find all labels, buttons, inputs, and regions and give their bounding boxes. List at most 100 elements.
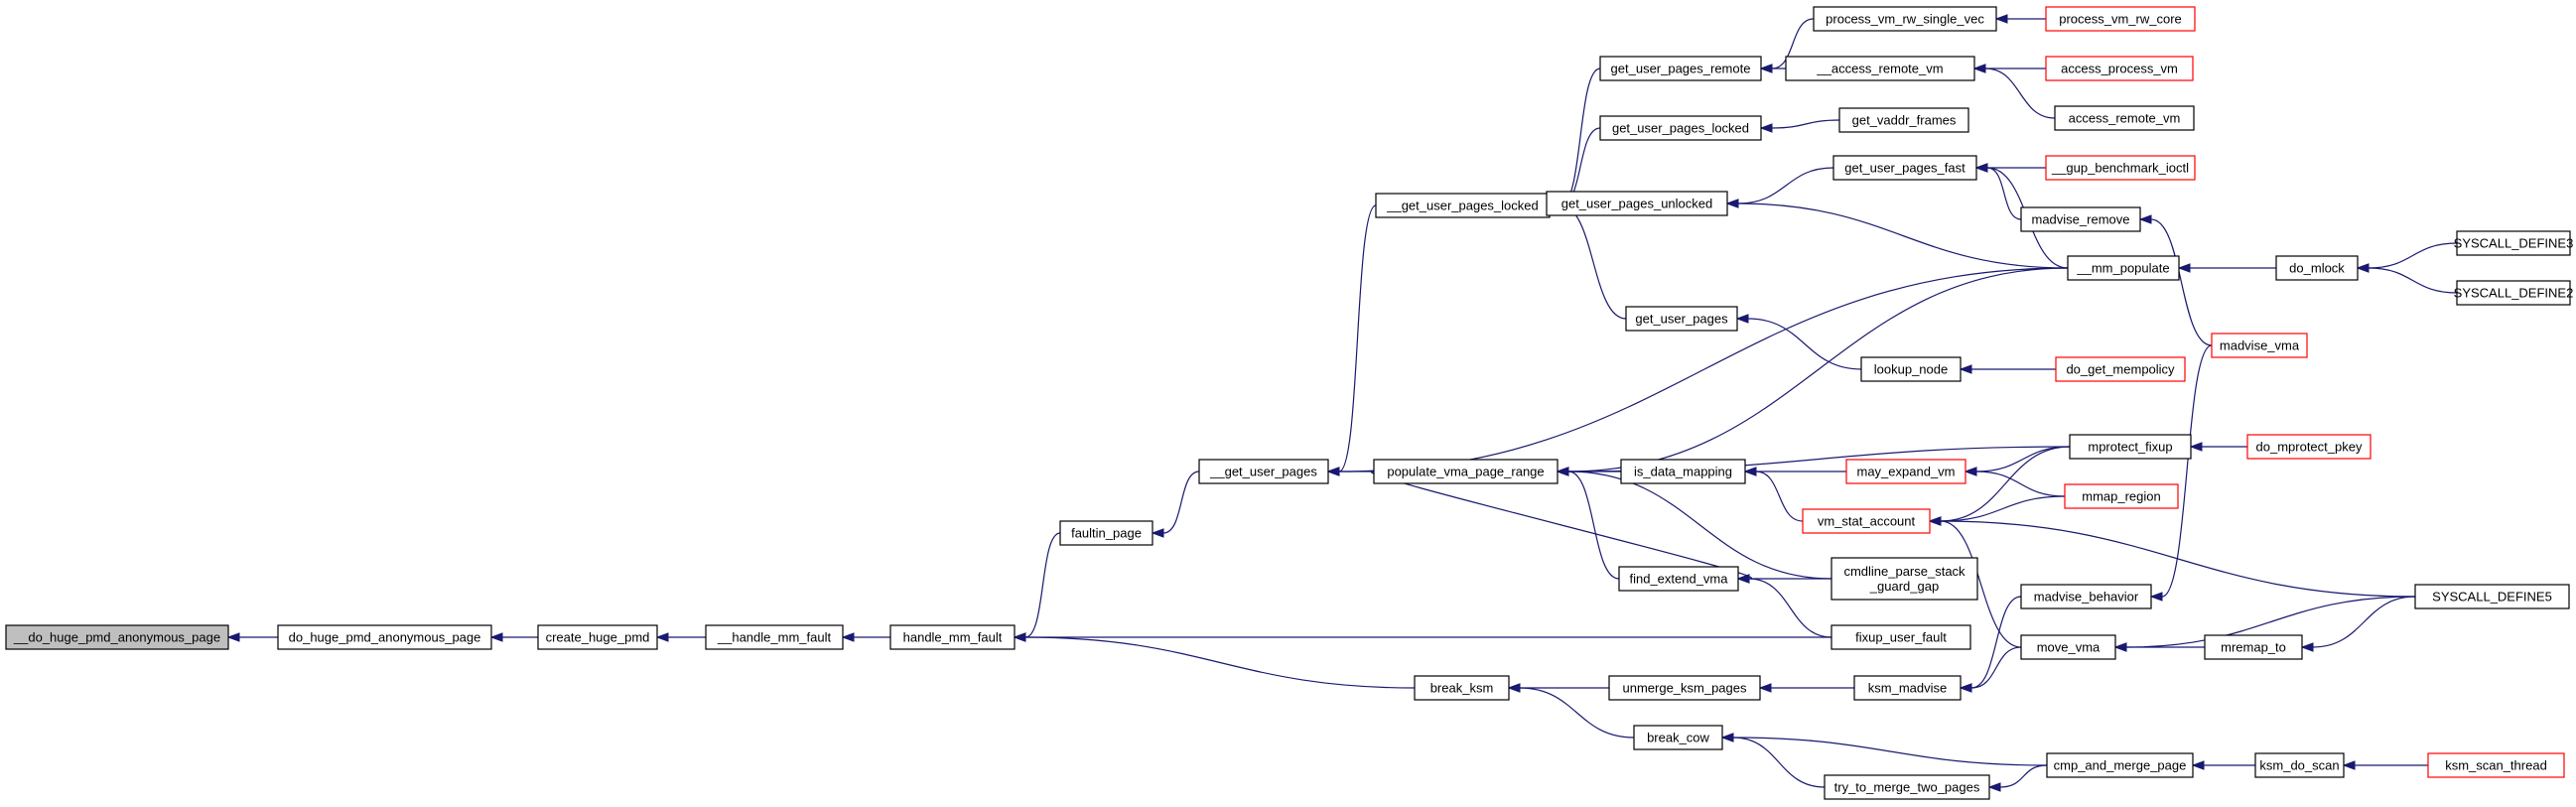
function-node-n19[interactable]: madvise_remove <box>2020 206 2141 232</box>
function-box <box>2414 584 2570 609</box>
function-box <box>1845 459 1966 484</box>
function-node-n29[interactable]: is_data_mapping <box>1620 459 1746 484</box>
edge-line <box>1755 471 1804 522</box>
call-edge <box>2113 642 2205 652</box>
function-node-n2[interactable]: create_huge_pmd <box>537 624 658 650</box>
function-node-n9[interactable]: process_vm_rw_single_vec <box>1813 6 1997 32</box>
call-edge <box>1725 167 1834 208</box>
function-node-n34[interactable]: mmap_region <box>2064 483 2179 509</box>
function-node-n14[interactable]: get_user_pages_locked <box>1599 115 1762 141</box>
function-node-n3[interactable]: __handle_mm_fault <box>705 624 844 650</box>
edge-arrowhead <box>226 632 240 642</box>
edge-line <box>1737 167 1834 204</box>
function-node-n31[interactable]: vm_stat_account <box>1802 508 1931 534</box>
function-label: access_remote_vm <box>2069 111 2181 126</box>
edge-line <box>1970 596 2022 689</box>
function-node-n32[interactable]: mprotect_fixup <box>2069 434 2192 460</box>
call-edge <box>2149 344 2213 602</box>
function-box <box>1546 191 1728 216</box>
function-node-n5[interactable]: faultin_page <box>1059 520 1153 546</box>
edge-arrowhead <box>1151 528 1164 538</box>
call-edge <box>1013 632 1416 689</box>
call-edge <box>1556 267 2069 476</box>
call-edge <box>1556 467 1620 580</box>
function-node-n20[interactable]: __mm_populate <box>2067 255 2180 281</box>
call-edge <box>1720 733 2048 766</box>
call-edge <box>1326 204 1377 476</box>
call-edge <box>1725 199 2069 269</box>
edge-line <box>1999 764 2048 788</box>
function-node-n6[interactable]: __get_user_pages <box>1198 459 1329 484</box>
function-box <box>889 624 1016 650</box>
function-node-n42[interactable]: break_ksm <box>1414 675 1510 701</box>
function-node-n45[interactable]: break_cow <box>1633 725 1723 750</box>
call-edge <box>2177 263 2276 273</box>
function-node-n4[interactable]: handle_mm_fault <box>889 624 1016 650</box>
function-box <box>537 624 658 650</box>
function-node-n23[interactable]: SYSCALL_DEFINE2 <box>2454 280 2574 306</box>
edge-line <box>1975 446 2071 472</box>
function-node-n35[interactable]: cmdline_parse_stack_guard_gap <box>1830 557 1978 601</box>
function-node-n17[interactable]: get_user_pages_fast <box>1832 155 1977 181</box>
call-edge <box>1370 471 1753 584</box>
function-label: get_user_pages <box>1635 312 1728 327</box>
function-box <box>1625 306 1738 332</box>
function-node-n15[interactable]: get_vaddr_frames <box>1838 107 1969 133</box>
function-node-n8[interactable]: get_user_pages_remote <box>1599 56 1762 81</box>
call-edge <box>1759 119 1840 133</box>
function-node-n44[interactable]: ksm_madvise <box>1853 675 1962 701</box>
edge-line <box>2312 596 2416 648</box>
function-node-n48[interactable]: ksm_scan_thread <box>2427 752 2565 778</box>
function-node-n10[interactable]: process_vm_rw_core <box>2045 6 2196 32</box>
function-node-n43[interactable]: unmerge_ksm_pages <box>1608 675 1761 701</box>
function-node-n33[interactable]: do_mprotect_pkey <box>2246 434 2372 460</box>
edge-line <box>1975 471 2066 497</box>
function-node-n41[interactable]: mremap_to <box>2204 634 2303 660</box>
function-node-n25[interactable]: get_user_pages <box>1625 306 1738 332</box>
function-node-n18[interactable]: __gup_benchmark_ioctl <box>2045 155 2196 181</box>
edge-line <box>1162 471 1200 534</box>
function-node-n22[interactable]: SYSCALL_DEFINE3 <box>2454 230 2574 256</box>
function-box <box>1059 520 1153 546</box>
function-label: mprotect_fixup <box>2088 440 2172 455</box>
function-node-n49[interactable]: try_to_merge_two_pages <box>1824 774 1990 800</box>
edge-line <box>1984 67 2056 119</box>
function-node-n21[interactable]: do_mlock <box>2275 255 2359 281</box>
function-node-n12[interactable]: access_process_vm <box>2045 56 2194 81</box>
function-box <box>2045 56 2194 81</box>
function-node-n26[interactable]: lookup_node <box>1860 356 1962 382</box>
function-node-n47[interactable]: ksm_do_scan <box>2254 752 2345 778</box>
function-node-n40[interactable]: move_vma <box>2020 634 2116 660</box>
edge-line <box>1519 687 1635 739</box>
function-node-n46[interactable]: cmp_and_merge_page <box>2046 752 2194 778</box>
function-node-n27[interactable]: do_get_mempolicy <box>2055 356 2186 382</box>
function-label: do_huge_pmd_anonymous_page <box>289 630 481 645</box>
function-box <box>1608 675 1761 701</box>
function-node-n16[interactable]: get_user_pages_unlocked <box>1546 191 1728 216</box>
function-box <box>1599 115 1762 141</box>
function-node-n1[interactable]: do_huge_pmd_anonymous_page <box>277 624 492 650</box>
function-label: find_extend_vma <box>1629 572 1728 587</box>
function-node-n13[interactable]: access_remote_vm <box>2054 105 2195 131</box>
edge-arrowhead <box>1759 64 1773 73</box>
function-box <box>2055 356 2186 382</box>
function-node-n38[interactable]: SYSCALL_DEFINE5 <box>2414 584 2570 609</box>
function-node-n39[interactable]: fixup_user_fault <box>1830 624 1971 650</box>
function-node-n36[interactable]: find_extend_vma <box>1618 566 1739 592</box>
function-node-n0[interactable]: __do_huge_pmd_anonymous_page <box>5 624 229 650</box>
function-node-n30[interactable]: may_expand_vm <box>1845 459 1966 484</box>
function-node-n11[interactable]: __access_remote_vm <box>1785 56 1975 81</box>
edge-line <box>1732 737 2048 766</box>
edge-arrowhead <box>2191 760 2205 770</box>
function-label: break_ksm <box>1430 681 1494 696</box>
function-node-n28[interactable]: populate_vma_page_range <box>1373 459 1559 484</box>
function-box <box>1824 774 1990 800</box>
function-node-n37[interactable]: madvise_behavior <box>2020 584 2152 609</box>
call-edge <box>1959 364 2056 374</box>
edge-arrowhead <box>1556 467 1569 476</box>
function-label: lookup_node <box>1874 362 1948 377</box>
function-node-n24[interactable]: madvise_vma <box>2211 333 2308 358</box>
function-node-n7[interactable]: __get_user_pages_locked <box>1375 193 1551 218</box>
edge-line <box>2368 267 2458 294</box>
function-label: populate_vma_page_range <box>1387 465 1544 479</box>
